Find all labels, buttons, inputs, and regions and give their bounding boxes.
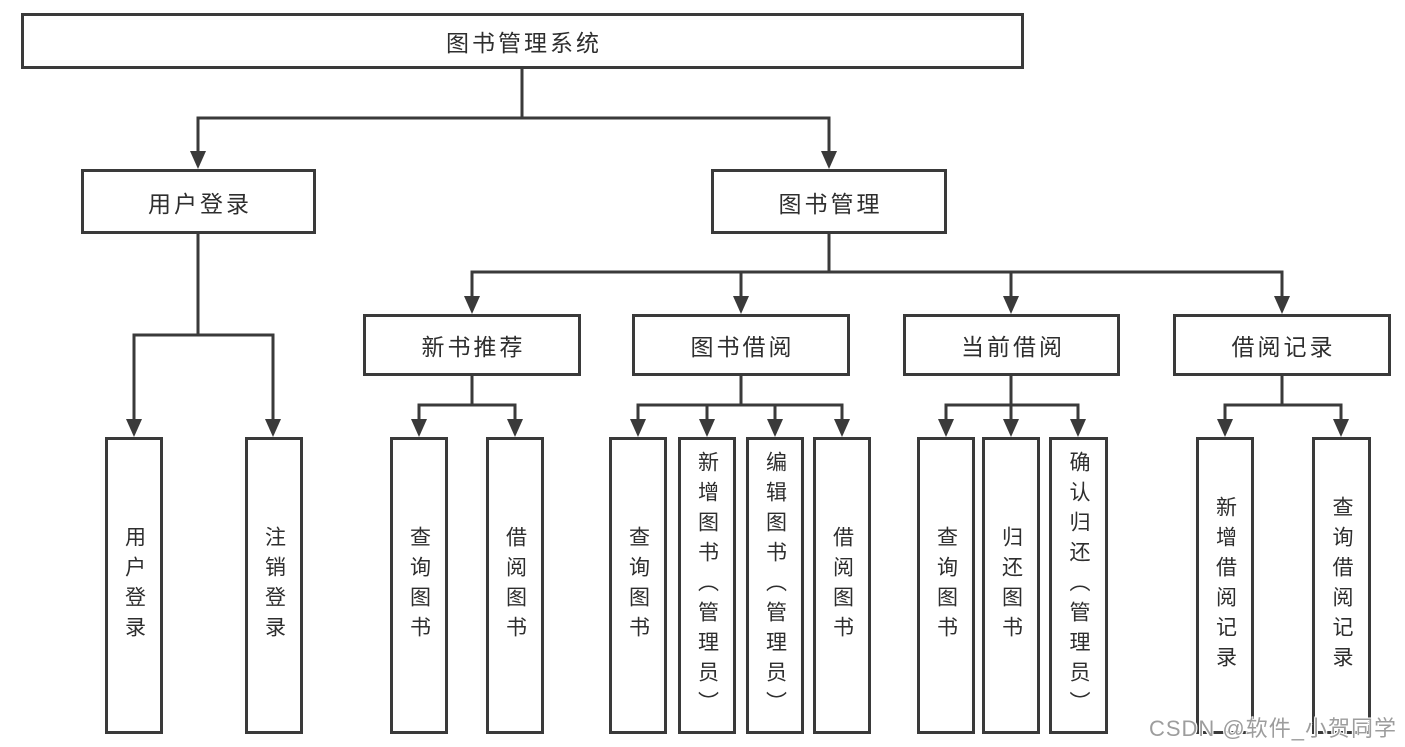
node-login-logout-label: 注销登录 bbox=[262, 525, 286, 646]
node-current-query-books: 查询图书 bbox=[917, 437, 975, 734]
node-borrow-query-books-label: 查询图书 bbox=[626, 525, 650, 646]
node-book-borrowing-label: 图书借阅 bbox=[690, 334, 795, 360]
node-current-borrowing-label: 当前借阅 bbox=[961, 334, 1065, 360]
node-root: 图书管理系统 bbox=[21, 13, 1024, 69]
node-new-book-recommend: 新书推荐 bbox=[363, 314, 581, 376]
node-records-add-record: 新增借阅记录 bbox=[1196, 437, 1254, 734]
node-borrowing-records-label: 借阅记录 bbox=[1231, 334, 1336, 360]
node-records-add-record-label: 新增借阅记录 bbox=[1213, 495, 1237, 676]
node-borrow-borrow-books: 借阅图书 bbox=[813, 437, 871, 734]
node-root-label: 图书管理系统 bbox=[446, 30, 602, 56]
node-newbook-query-books-label: 查询图书 bbox=[407, 525, 431, 646]
node-borrow-query-books: 查询图书 bbox=[609, 437, 667, 734]
node-current-return-books: 归还图书 bbox=[982, 437, 1040, 734]
node-book-borrowing: 图书借阅 bbox=[632, 314, 850, 376]
node-borrow-add-books-admin: 新增图书（管理员） bbox=[678, 437, 736, 734]
node-new-book-recommend-label: 新书推荐 bbox=[421, 334, 526, 360]
node-login-logout: 注销登录 bbox=[245, 437, 303, 734]
node-login-user-login-label: 用户登录 bbox=[122, 525, 146, 646]
csdn-watermark: CSDN @软件_小贺同学 bbox=[1148, 716, 1397, 741]
node-current-confirm-return-admin: 确认归还（管理员） bbox=[1049, 437, 1108, 734]
node-book-management-label: 图书管理 bbox=[778, 190, 883, 217]
node-newbook-query-books: 查询图书 bbox=[390, 437, 448, 734]
node-current-query-books-label: 查询图书 bbox=[934, 525, 958, 646]
node-current-confirm-return-admin-label: 确认归还（管理员） bbox=[1067, 450, 1090, 721]
node-newbook-borrow-books: 借阅图书 bbox=[486, 437, 544, 734]
node-borrow-add-books-admin-label: 新增图书（管理员） bbox=[695, 450, 719, 721]
node-borrowing-records: 借阅记录 bbox=[1173, 314, 1391, 376]
node-current-borrowing: 当前借阅 bbox=[903, 314, 1120, 376]
node-borrow-borrow-books-label: 借阅图书 bbox=[830, 525, 854, 646]
arrowheads bbox=[126, 151, 1349, 437]
node-newbook-borrow-books-label: 借阅图书 bbox=[503, 525, 527, 646]
node-user-login-label: 用户登录 bbox=[148, 190, 252, 217]
node-borrow-edit-books-admin-label: 编辑图书（管理员） bbox=[763, 450, 787, 721]
node-borrow-edit-books-admin: 编辑图书（管理员） bbox=[746, 437, 804, 734]
node-book-management: 图书管理 bbox=[711, 169, 947, 234]
node-login-user-login: 用户登录 bbox=[105, 437, 163, 734]
node-records-query-record: 查询借阅记录 bbox=[1312, 437, 1371, 734]
node-user-login: 用户登录 bbox=[81, 169, 316, 234]
node-current-return-books-label: 归还图书 bbox=[999, 525, 1023, 646]
node-records-query-record-label: 查询借阅记录 bbox=[1330, 495, 1353, 676]
